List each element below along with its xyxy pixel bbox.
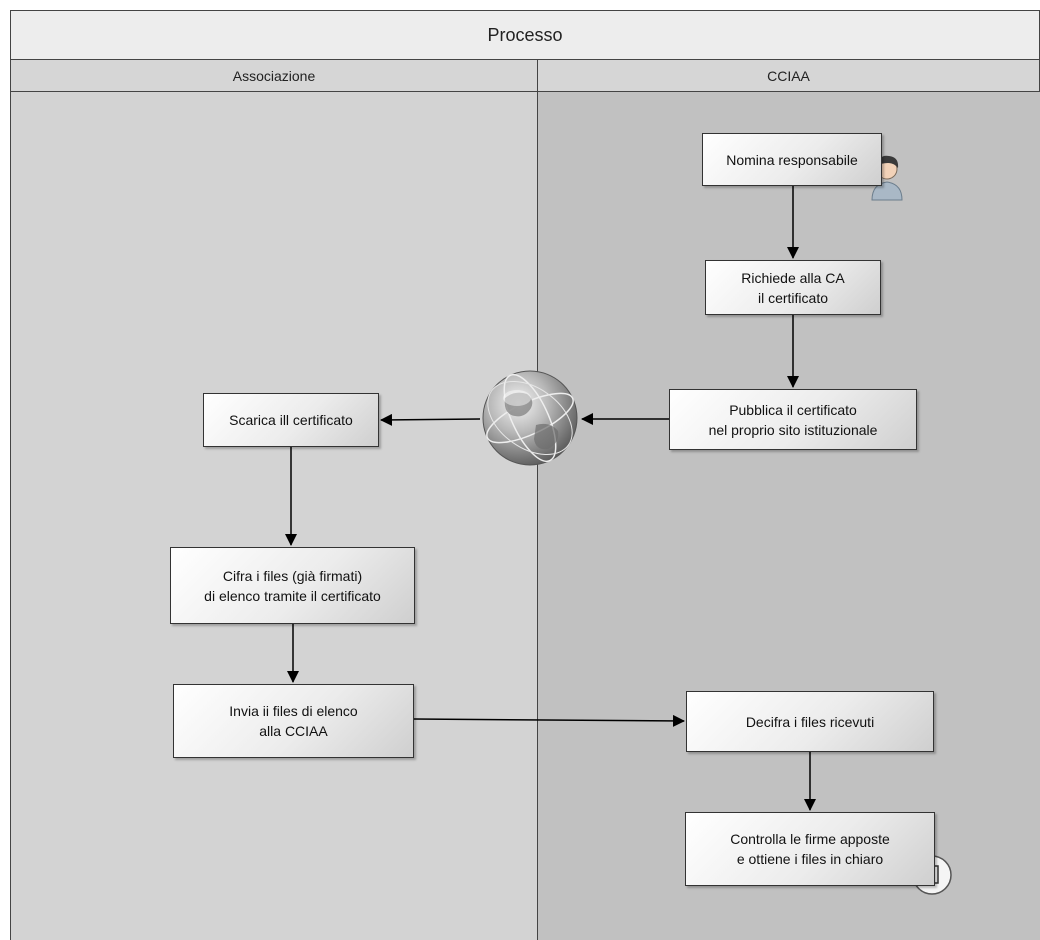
lane-header-cciaa: CCIAA xyxy=(537,59,1040,92)
node-label-line: nel proprio sito istituzionale xyxy=(708,421,878,438)
pool-title: Processo xyxy=(10,10,1040,60)
task-nomina-responsabile[interactable]: Nomina responsabile xyxy=(702,133,882,186)
lane-associazione xyxy=(10,91,537,940)
node-label-line: e ottiene i files in chiaro xyxy=(736,851,884,867)
task-decifra-files[interactable]: Decifra i files ricevuti xyxy=(686,691,934,752)
node-label-line: Richiede alla CA xyxy=(741,269,845,286)
task-invia-files[interactable]: Invia ii files di elenco alla CCIAA xyxy=(173,684,414,758)
task-scarica-certificato[interactable]: Scarica ill certificato xyxy=(203,393,379,447)
node-label-line: Decifra i files ricevuti xyxy=(745,713,875,730)
node-label-line: alla CCIAA xyxy=(259,723,328,739)
lane-cciaa xyxy=(537,91,1040,940)
task-cifra-files[interactable]: Cifra i files (già firmati) di elenco tra… xyxy=(170,547,415,624)
node-label-line: Scarica ill certificato xyxy=(229,412,353,428)
node-label-line: Cifra i files (già firmati) xyxy=(222,567,363,584)
node-label-line: il certificato xyxy=(757,289,829,306)
node-label-line: Nomina responsabile xyxy=(726,151,858,168)
task-pubblica-certificato[interactable]: Pubblica il certificato nel proprio sito … xyxy=(669,389,917,450)
task-richiede-certificato[interactable]: Richiede alla CA il certificato xyxy=(705,260,881,315)
node-label-line: di elenco tramite il certificato xyxy=(204,587,381,604)
task-controlla-firme[interactable]: Controlla le firme apposte e ottiene i fi… xyxy=(685,812,935,886)
node-label-line: Controlla le firme apposte xyxy=(730,831,890,847)
lane-header-associazione: Associazione xyxy=(10,59,538,92)
node-label-line: Pubblica il certificato xyxy=(729,401,857,418)
node-label-line: Invia ii files di elenco xyxy=(229,703,358,719)
